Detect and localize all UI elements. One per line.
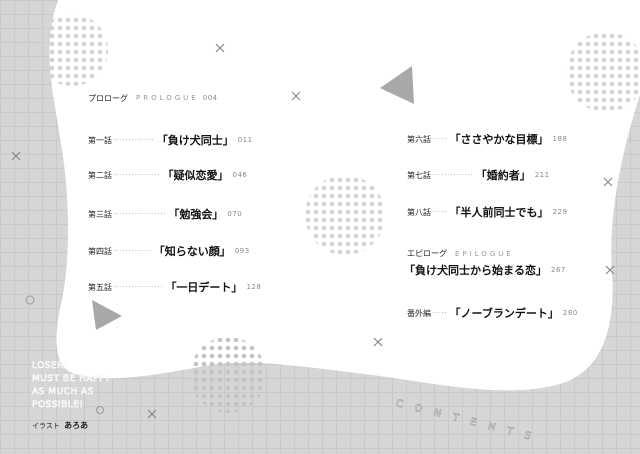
toc-chapter-5[interactable]: 第五話 ················· 「一日デート」 128 xyxy=(88,281,262,294)
chapter-number: 第一話 xyxy=(88,135,112,145)
extra-page: 280 xyxy=(562,309,578,317)
ring-bottom xyxy=(96,406,104,414)
triangle-left xyxy=(92,300,122,330)
chapter-title: 「一日デート」 xyxy=(165,281,243,294)
toc-chapter-1[interactable]: 第一話 ·············· 「負け犬同士」 011 xyxy=(88,134,253,147)
chapter-number: 第二話 xyxy=(88,170,112,180)
chapter-number: 第六話 xyxy=(407,134,431,144)
dot-circle-center xyxy=(305,175,385,255)
chapter-title: 「婚約者」 xyxy=(475,169,531,182)
toc-chapter-8[interactable]: 第八話 ····· 「半人前同士でも」 229 xyxy=(407,206,568,219)
dot-circle-bottom xyxy=(190,337,266,413)
extra-title: 「ノーブランデート」 xyxy=(449,307,559,320)
toc-prologue[interactable]: プロローグ PROLOGUE 004 xyxy=(88,89,218,107)
epilogue-en: EPILOGUE xyxy=(455,249,514,258)
chapter-number: 第八話 xyxy=(407,207,431,217)
epilogue-label: エピローグ xyxy=(407,249,447,258)
epilogue-title: 「負け犬同士から始まる恋」 xyxy=(404,264,547,277)
chapter-number: 第三話 xyxy=(88,209,112,219)
chapter-title: 「負け犬同士」 xyxy=(156,134,234,147)
toc-chapter-7[interactable]: 第七話 ·············· 「婚約者」 211 xyxy=(407,169,550,182)
chapter-page: 128 xyxy=(246,283,262,291)
dot-circle-top-right xyxy=(566,32,640,112)
prologue-page: 004 xyxy=(202,94,218,102)
chapter-page: 046 xyxy=(232,171,248,179)
dot-circle-top-left xyxy=(36,14,108,86)
prologue-en: PROLOGUE xyxy=(136,94,199,102)
prologue-label: プロローグ xyxy=(88,93,128,103)
toc-chapter-3[interactable]: 第三話 ·················· 「勉強会」 070 xyxy=(88,208,243,221)
ring-left xyxy=(25,295,35,305)
toc-chapter-4[interactable]: 第四話 ············· 「知らない顔」 093 xyxy=(88,245,250,258)
illustrator-name: あろあ xyxy=(64,421,89,430)
chapter-page: 070 xyxy=(227,210,243,218)
triangle-right xyxy=(380,66,414,104)
contents-label: CONTENTS xyxy=(394,398,544,446)
toc-chapter-6[interactable]: 第六話 ····· 「ささやかな目標」 188 xyxy=(407,133,568,146)
cross-marks xyxy=(11,43,615,419)
chapter-number: 第四話 xyxy=(88,246,112,256)
chapter-page: 229 xyxy=(552,208,568,216)
toc-extra[interactable]: 番外編 ····· 「ノーブランデート」 280 xyxy=(407,307,578,320)
chapter-title: 「半人前同士でも」 xyxy=(449,206,549,219)
chapter-page: 093 xyxy=(234,247,250,255)
toc-epilogue[interactable]: 「負け犬同士から始まる恋」 267 xyxy=(404,261,566,279)
illustrator-credit: イラスト あろあ xyxy=(32,420,88,431)
illustrator-label: イラスト xyxy=(32,422,60,430)
chapter-title: 「疑似恋愛」 xyxy=(162,169,229,182)
chapter-page: 211 xyxy=(534,171,550,179)
epilogue-heading: エピローグ EPILOGUE xyxy=(407,248,514,259)
chapter-number: 第五話 xyxy=(88,282,112,292)
epilogue-page: 267 xyxy=(551,266,566,274)
chapter-page: 011 xyxy=(237,136,253,144)
chapter-title: 「知らない顔」 xyxy=(153,245,231,258)
chapter-title: 「勉強会」 xyxy=(168,208,224,221)
series-title: LOSERS MUST BE HAPPY AS MUCH AS POSSIBLE… xyxy=(32,361,111,411)
extra-number: 番外編 xyxy=(407,308,431,318)
chapter-page: 188 xyxy=(552,135,568,143)
chapter-number: 第七話 xyxy=(407,170,431,180)
chapter-title: 「ささやかな目標」 xyxy=(449,133,549,146)
toc-chapter-2[interactable]: 第二話 ················ 「疑似恋愛」 046 xyxy=(88,169,248,182)
